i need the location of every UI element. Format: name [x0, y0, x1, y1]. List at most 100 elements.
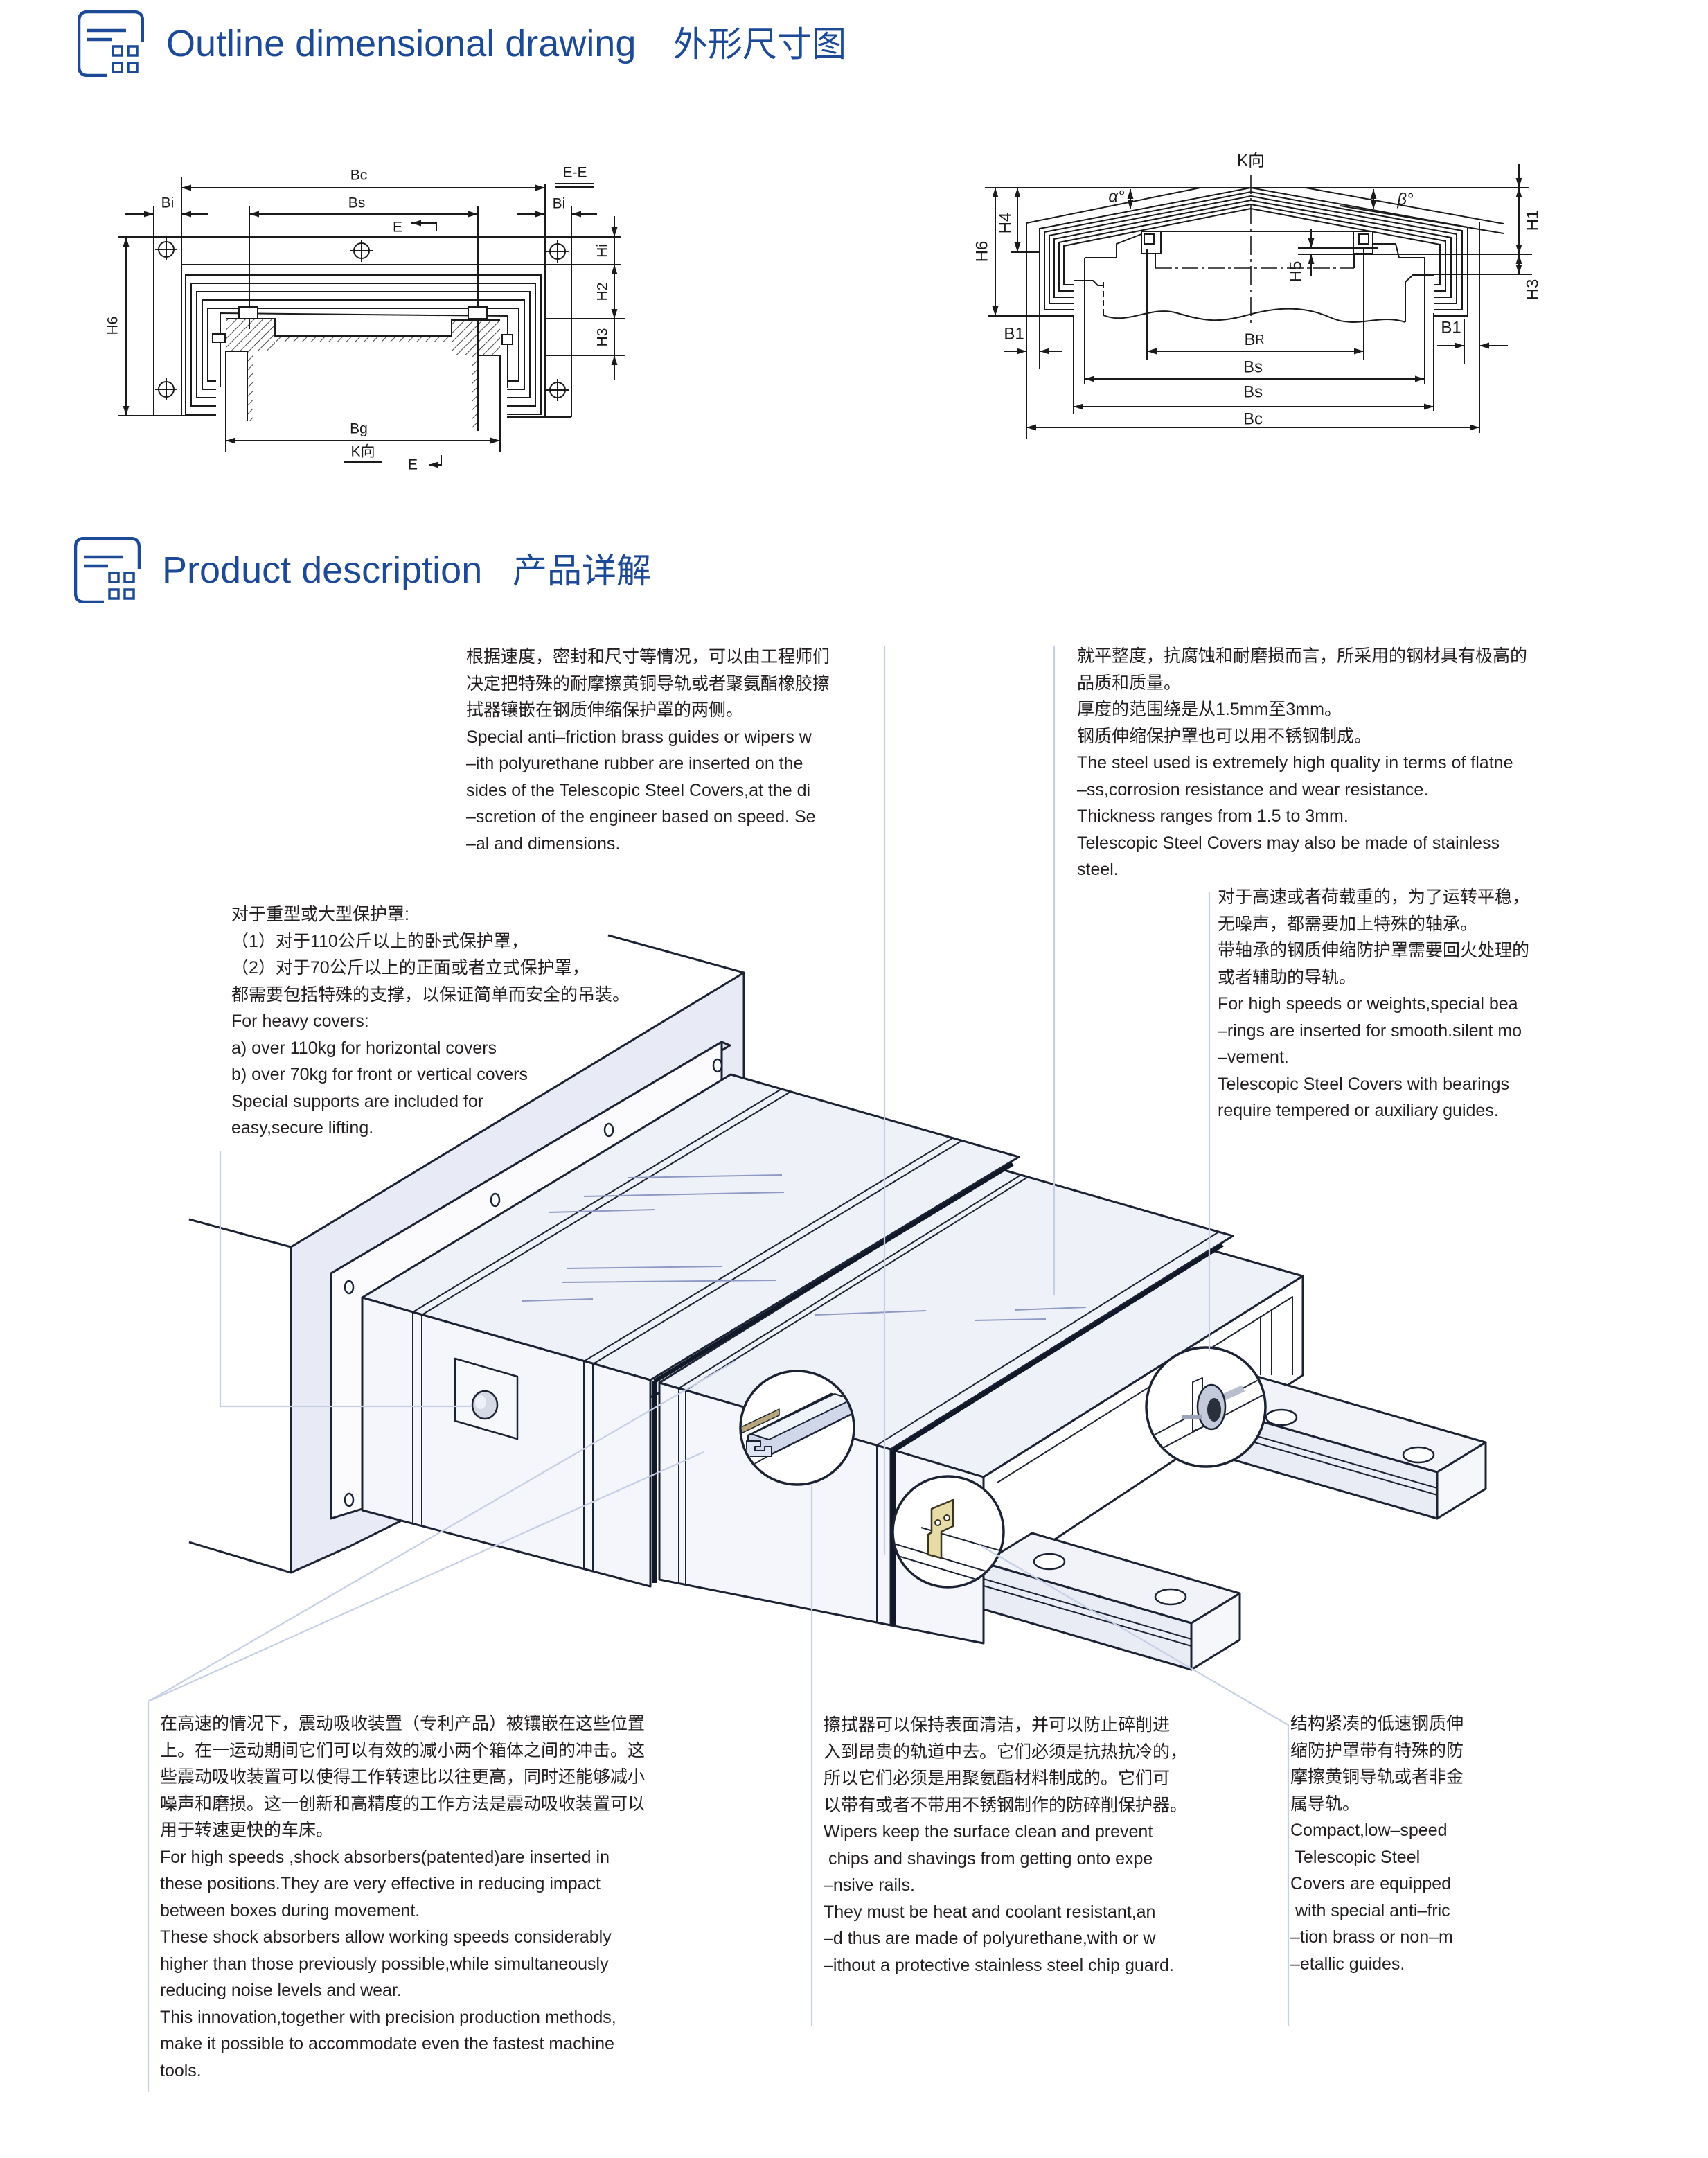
- description-compact-guides: 结构紧凑的低速钢质伸缩防护罩带有特殊的防摩擦黄铜导轨或者非金属导轨。Compac…: [1290, 1710, 1464, 1977]
- shock-absorber-cap: [475, 1395, 486, 1409]
- inner-cover-plate: [220, 312, 508, 388]
- description-line: –tion brass or non–m: [1290, 1927, 1453, 1947]
- slide-outline: [1074, 231, 1434, 322]
- description-line: –vement.: [1218, 1047, 1289, 1067]
- description-line: For high speeds or weights,special bea: [1218, 994, 1518, 1014]
- description-line: with special anti–fric: [1290, 1900, 1450, 1920]
- telescopic-plates: [185, 274, 542, 415]
- description-line: 在高速的情况下，震动吸收装置（专利产品）被镶嵌在这些位置: [160, 1714, 646, 1733]
- bearing-detail-content: [1148, 1374, 1264, 1456]
- description-heavy-covers: 对于重型或大型保护罩:（1）对于110公斤以上的卧式保护罩，（2）对于70公斤以…: [231, 901, 630, 1142]
- description-line: 带轴承的钢质伸缩防护罩需要回火处理的: [1218, 941, 1530, 960]
- label-h5: H5: [1287, 261, 1306, 283]
- label-bs: Bs: [348, 195, 366, 211]
- rail-mounting-hole-icon: [1402, 1446, 1435, 1464]
- description-line: b) over 70kg for front or vertical cover…: [231, 1065, 528, 1084]
- description-line: –rings are inserted for smooth.silent mo: [1218, 1020, 1522, 1041]
- cover-plate: [185, 274, 542, 415]
- machine-slide-section: [1074, 231, 1434, 323]
- rail-mounting-hole-icon: [1033, 1553, 1066, 1571]
- product-section-title-cn: 产品详解: [513, 551, 651, 590]
- description-line: 噪声和磨损。这一创新和高精度的工作方法是震动吸收装置可以: [160, 1794, 646, 1814]
- leader-line-heavy-covers: [219, 1151, 471, 1408]
- description-line: 上。在一运动期间它们可以有效的减小两个箱体之间的冲击。这: [160, 1740, 646, 1760]
- flange-bolt-hole-icon: [490, 1192, 501, 1208]
- description-line: a) over 110kg for horizontal covers: [231, 1038, 497, 1058]
- grid-document-icon: [78, 10, 144, 77]
- box-joint-lines: [678, 1174, 1220, 1622]
- seal-wiper-detail-icon: [739, 1370, 855, 1486]
- description-line: 以带有或者不带用不锈钢制作的防碎削保护器。: [824, 1795, 1188, 1815]
- label-br-main: B: [1244, 330, 1255, 349]
- label-h6: H6: [973, 241, 992, 263]
- description-line: Thickness ranges from 1.5 to 3mm.: [1077, 806, 1349, 826]
- description-bearings: 对于高速或者荷载重的，为了运转平稳，无噪声，都需要加上特殊的轴承。带轴承的钢质伸…: [1218, 884, 1529, 1124]
- section-arrow-bottom-icon: [429, 455, 442, 468]
- roof-cover-plates: [1039, 186, 1468, 317]
- hatched-section: [247, 351, 253, 421]
- label-h3: H3: [595, 328, 611, 347]
- description-wipers: 擦拭器可以保持表面清洁，并可以防止碎削进入到昂贵的轨道中去。它们必须是抗热抗冷的…: [824, 1712, 1187, 1979]
- guide-block: [212, 333, 226, 343]
- description-line: This innovation,together with precision …: [160, 2007, 616, 2027]
- description-line: Telescopic Steel Covers with bearings: [1218, 1074, 1510, 1094]
- rail-end-face: [1190, 1592, 1241, 1671]
- bolt-hole-icon: [155, 378, 177, 400]
- guide-block: [501, 334, 513, 345]
- leader-lines: [147, 646, 1290, 2092]
- description-line: 拭器镶嵌在钢质伸缩保护罩的两侧。: [466, 700, 744, 720]
- description-line: between boxes during movement.: [160, 1900, 420, 1920]
- label-beta: β°: [1396, 191, 1414, 209]
- description-line: 所以它们必须是用聚氨酯材料制成的。它们可: [824, 1769, 1171, 1788]
- wiper-plate-detail-icon: [891, 1475, 1005, 1589]
- label-k-view-title: K向: [1237, 152, 1265, 170]
- description-line: Telescopic Steel Covers may also be made…: [1077, 833, 1500, 853]
- description-line: The steel used is extremely high quality…: [1077, 753, 1513, 772]
- machine-guide-section: [212, 306, 513, 430]
- flange-bolt-hole-icon: [344, 1492, 355, 1507]
- front-view-drawing: Bc E-E Bi Bs Bi E H6 Hi H2 H3 Bg K向 E: [105, 165, 625, 473]
- description-line: 都需要包括特殊的支撑，以保证简单而安全的吊装。: [231, 984, 630, 1005]
- box-side-face: [361, 1296, 652, 1588]
- guide-rail-front: [982, 1532, 1241, 1671]
- hatched-section: [452, 320, 500, 355]
- product-section-title: Product description: [162, 549, 483, 591]
- rail-mounting-hole-icon: [1154, 1588, 1187, 1606]
- description-line: 对于重型或大型保护罩:: [231, 905, 409, 924]
- leader-line-compact-guides: [979, 1544, 1290, 2026]
- rail-groove-lines: [983, 1578, 1192, 1647]
- description-line: 属导轨。: [1290, 1794, 1360, 1814]
- cover-plate: [207, 308, 519, 382]
- cover-box-1: [361, 1073, 1020, 1588]
- description-line: 厚度的范围绕是从1.5mm至3mm。: [1077, 700, 1342, 719]
- break-line: [1103, 308, 1406, 323]
- guide-block: [238, 306, 258, 319]
- description-line: 决定把特殊的耐摩擦黄铜导轨或者聚氨酯橡胶擦: [466, 673, 830, 693]
- description-line: Telescopic Steel: [1290, 1847, 1421, 1867]
- rail-mounting-hole-icon: [1265, 1408, 1298, 1426]
- label-bi-left: Bi: [161, 195, 175, 211]
- description-line: Wipers keep the surface clean and preven…: [824, 1822, 1153, 1841]
- outline-section-title: Outline dimensional drawing: [166, 23, 637, 64]
- label-bc: Bc: [350, 168, 368, 184]
- description-line: 钢质伸缩保护罩也可以用不锈钢制成。: [1077, 726, 1372, 746]
- wiper-plate-detail-content: [894, 1498, 1002, 1586]
- flange-bolt-hole-icon: [712, 1058, 723, 1073]
- description-line: tools.: [160, 2060, 202, 2080]
- bolt-hole-icon: [350, 240, 373, 262]
- section-arrow-top-icon: [411, 220, 437, 231]
- rail-end-face: [1436, 1441, 1487, 1520]
- label-section-arrow-bottom: E: [408, 457, 418, 473]
- description-line: For high speeds ,shock absorbers(patente…: [160, 1847, 610, 1867]
- guide-block: [468, 306, 488, 319]
- description-line: Special anti–friction brass guides or wi…: [466, 727, 812, 747]
- cover-plate: [196, 291, 531, 398]
- cover-plate: [190, 283, 536, 407]
- telescopic-cover-illustration: [188, 934, 1487, 1671]
- end-frame-inner-lines: [997, 1296, 1293, 1483]
- label-h2: H2: [595, 283, 611, 301]
- bolt-hole-icon: [155, 238, 177, 260]
- description-line: For heavy covers:: [231, 1011, 369, 1031]
- bolt-hole-icon: [546, 240, 569, 263]
- roof-plate: [1063, 207, 1441, 285]
